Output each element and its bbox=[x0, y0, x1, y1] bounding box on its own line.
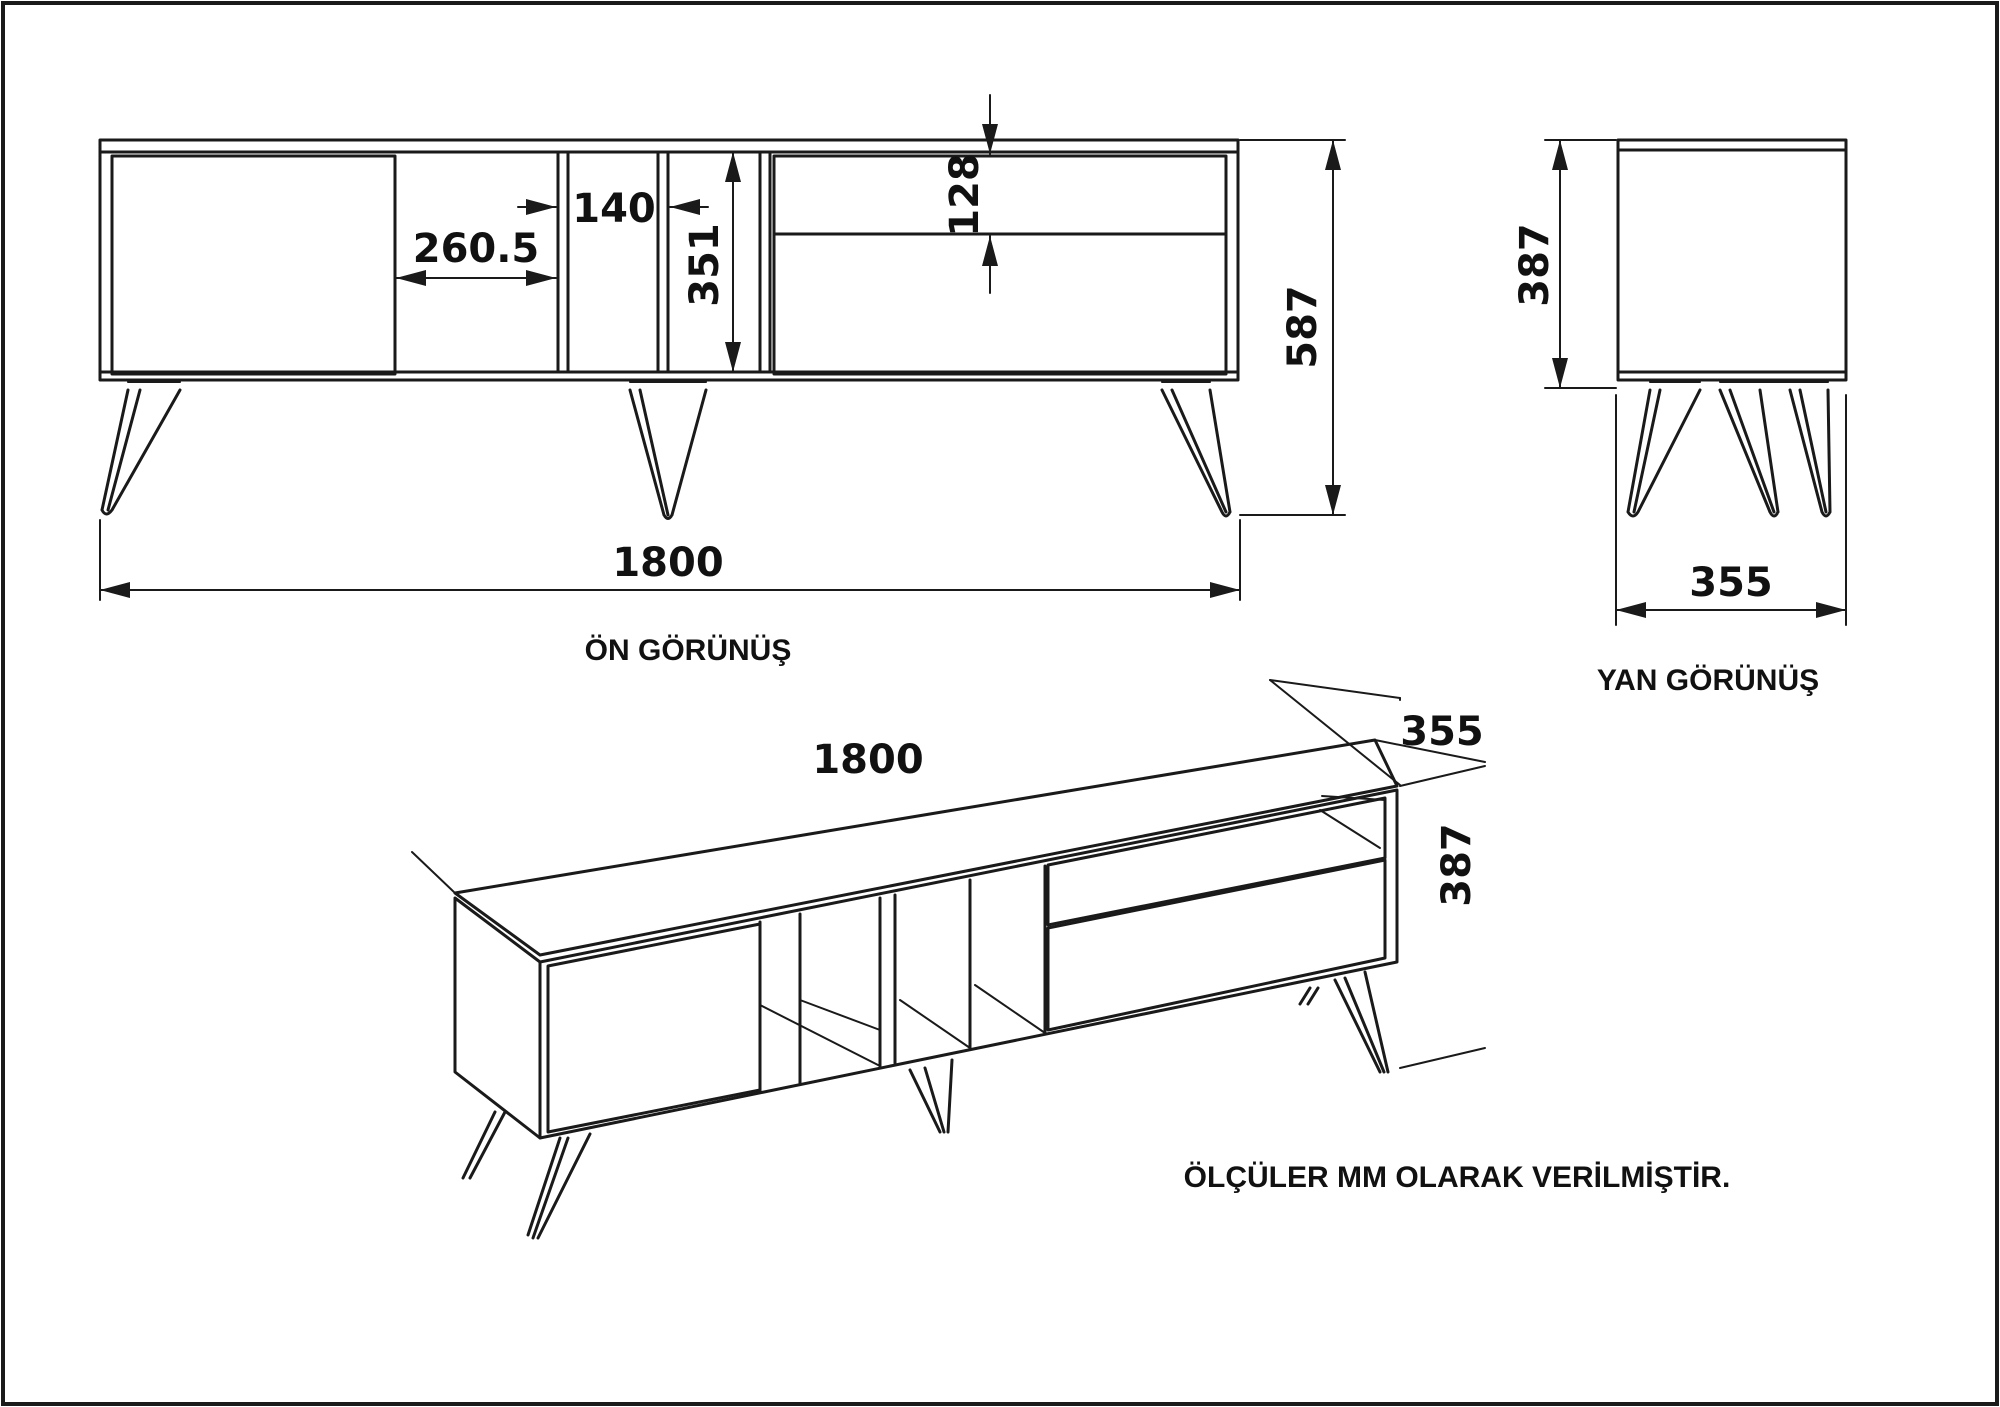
front-view-caption: ÖN GÖRÜNÜŞ bbox=[585, 634, 792, 667]
side-depth-dim: 355 bbox=[1689, 560, 1773, 606]
divider-gap-dim: 140 bbox=[572, 186, 656, 232]
drawer-gap-dim: 128 bbox=[942, 153, 988, 237]
side-view-caption: YAN GÖRÜNÜŞ bbox=[1597, 664, 1819, 697]
front-view: 1800 587 351 260.5 140 128 ÖN GÖRÜNÜŞ bbox=[98, 94, 1346, 667]
side-view: 387 355 YAN GÖRÜNÜŞ bbox=[1512, 138, 1848, 697]
compartment-width-dim: 260.5 bbox=[413, 226, 540, 272]
isometric-view: 1800 355 387 bbox=[411, 679, 1486, 1240]
side-height-dim: 387 bbox=[1512, 223, 1558, 307]
iso-width-dim: 1800 bbox=[812, 737, 923, 783]
iso-height-dim: 387 bbox=[1434, 823, 1480, 907]
front-width-dim: 1800 bbox=[612, 540, 723, 586]
cabinet-height-dim: 351 bbox=[682, 223, 728, 307]
units-note: ÖLÇÜLER MM OLARAK VERİLMİŞTİR. bbox=[1184, 1161, 1731, 1194]
front-height-dim: 587 bbox=[1280, 285, 1326, 369]
iso-depth-dim: 355 bbox=[1400, 709, 1484, 755]
